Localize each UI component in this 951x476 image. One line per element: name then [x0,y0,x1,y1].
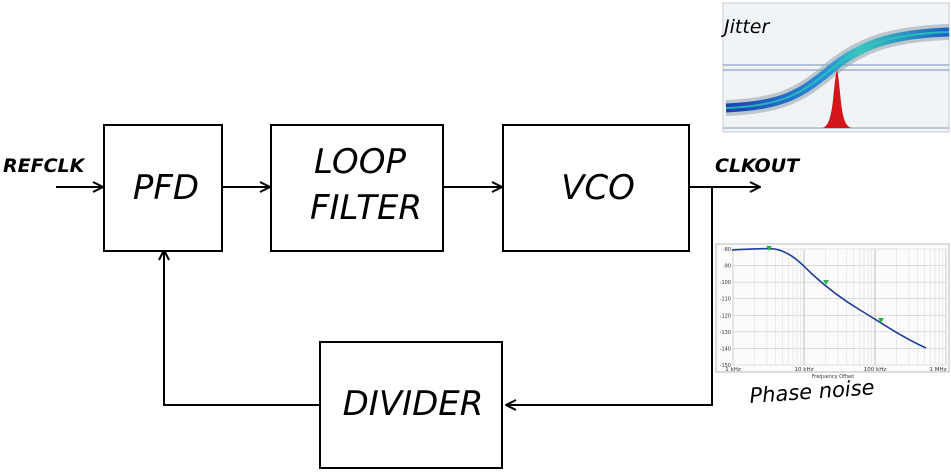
phase-noise-x-tick: 10 kHz [795,367,814,373]
phase-noise-y-tick: -120 [720,313,731,319]
marker-1 [766,246,772,251]
phase-noise-y-tick: -100 [720,280,731,286]
phase-noise-x-tick: 100 kHz [864,367,887,373]
loop-filter-block: LOOP FILTER [270,124,444,252]
phase-noise-x-axis-title: Frequency Offset [812,374,854,380]
phase-noise-x-tick: 1 MHz [929,367,946,373]
marker-3 [878,318,884,323]
pfd-block: PFD [103,124,223,252]
phase-noise-y-tick: -130 [720,330,731,336]
divider-to-pfd-arrow [164,250,319,406]
loop-filter-label-line1: LOOP [314,142,406,182]
phase-noise-caption: Phase noise [749,375,876,408]
pfd-label: PFD [133,168,199,208]
phase-noise-x-ticks: 1 kHz 10 kHz 100 kHz 1 MHz [725,367,946,373]
phase-noise-y-tick: -110 [720,297,731,303]
phase-noise-curve [731,247,927,349]
refclk-label: REFCLK [3,155,86,177]
marker-2 [823,280,829,285]
divider-block: DIVIDER [319,341,503,469]
phase-noise-y-tick: -150 [720,363,731,369]
vco-label: VCO [561,168,635,208]
phase-noise-y-tick: -90 [723,264,731,270]
phase-noise-y-ticks: -80 -90 -100 -110 -120 -130 -140 -150 [720,247,731,369]
jitter-inset: Jitter [720,2,950,133]
feedback-to-divider-arrow [506,187,713,405]
signal-wires [56,187,760,405]
phase-noise-grid [732,248,947,366]
phase-noise-y-tick: -80 [723,247,731,253]
phase-noise-inset: -80 -90 -100 -110 -120 -130 -140 -150 1 kHz 10 k… [715,243,950,408]
clkout-label: CLKOUT [715,155,801,177]
phase-noise-x-tick: 1 kHz [725,367,741,373]
divider-label: DIVIDER [343,384,484,424]
vco-block: VCO [502,124,690,252]
jitter-histogram [822,70,852,128]
phase-noise-y-tick: -140 [720,346,731,352]
jitter-title: Jitter [720,16,770,38]
phase-noise-markers [766,246,884,323]
loop-filter-label-line2: FILTER [310,188,422,228]
